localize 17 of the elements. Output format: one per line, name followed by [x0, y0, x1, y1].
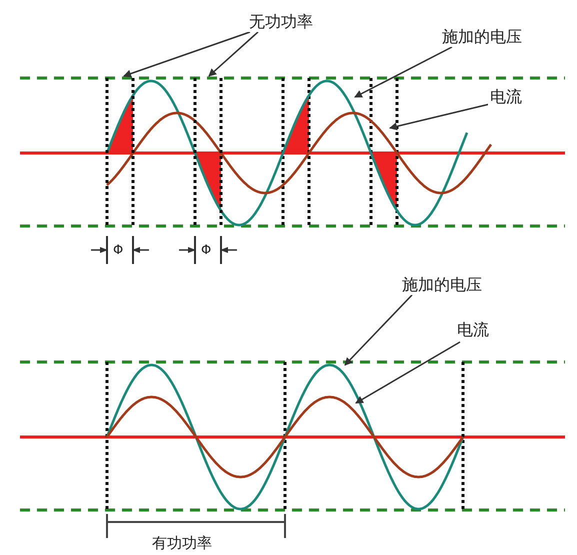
callout-label: 无功功率	[247, 12, 315, 32]
callout-label: 施加的电压	[440, 27, 524, 47]
phase-label: Φ	[113, 242, 124, 260]
leader-line	[123, 31, 250, 78]
callout-label: 电流	[455, 320, 491, 340]
leader-line	[354, 46, 452, 98]
leader-line	[208, 31, 258, 77]
callout-label: 电流	[488, 87, 524, 107]
voltage-curve	[106, 364, 464, 510]
leader-line	[344, 294, 413, 366]
current-curve	[106, 112, 492, 194]
voltage-curve	[106, 80, 468, 226]
leader-line	[389, 103, 490, 130]
callout-label: 施加的电压	[400, 275, 484, 295]
phase-label: Φ	[201, 242, 212, 260]
leader-line	[355, 341, 460, 404]
dimension-label: 有功功率	[150, 533, 214, 553]
